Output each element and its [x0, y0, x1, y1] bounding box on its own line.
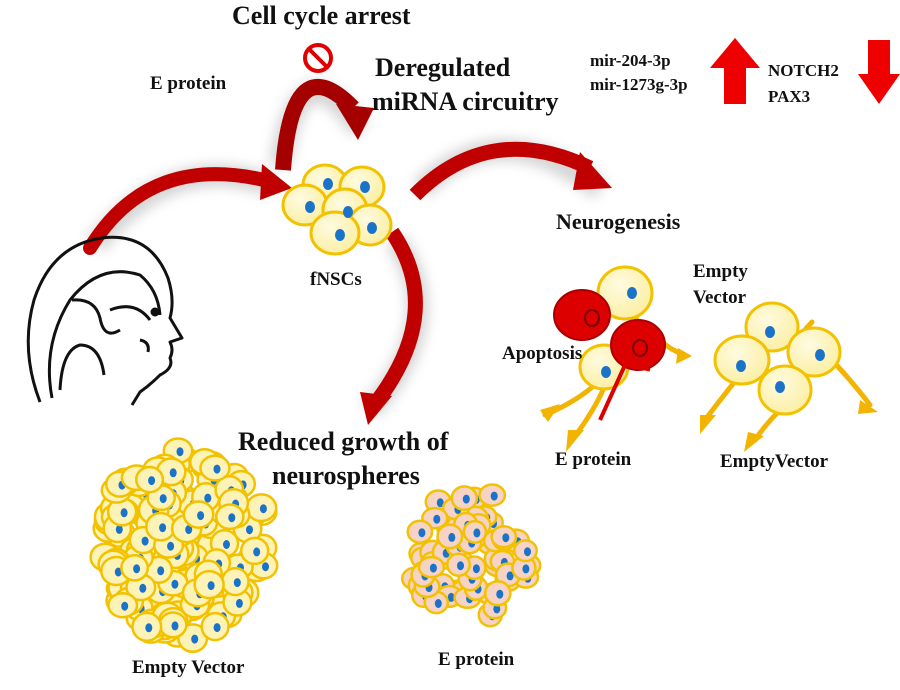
down-arrow-icon [858, 40, 900, 104]
cell-nucleus [141, 536, 149, 546]
label-mir-1273g-3p: mir-1273g-3p [590, 75, 688, 94]
cell-nucleus [472, 564, 480, 574]
apoptotic-cell [610, 319, 666, 371]
cell-nucleus [169, 468, 177, 478]
cell-nucleus [262, 562, 269, 572]
neurosphere-empty-vector [89, 437, 279, 654]
cell-nucleus [502, 533, 510, 543]
cell-nucleus [436, 498, 444, 508]
cell-nucleus [418, 528, 426, 538]
cell-nucleus [462, 494, 470, 504]
label-e-protein-top: E protein [150, 73, 227, 94]
label-neurospheres: neurospheres [272, 461, 420, 490]
label-fnscs: fNSCs [310, 269, 362, 290]
arrow-loop-deregulated [275, 78, 374, 171]
neurons-e-protein [540, 265, 692, 452]
cell-nucleus [213, 464, 221, 474]
cell-nucleus [148, 476, 156, 486]
cell-nucleus [522, 564, 530, 574]
cell-nucleus [434, 599, 442, 608]
cell-nucleus [223, 540, 230, 549]
cell-nucleus [120, 508, 128, 518]
label-e-protein-sphere: E protein [438, 649, 515, 670]
cell-nucleus [171, 621, 179, 631]
fetal-head-icon [26, 235, 184, 406]
fnscs-cluster [281, 163, 393, 256]
cell-nucleus [191, 634, 199, 644]
cell-nucleus [447, 592, 455, 602]
label-e-protein-neurons: E protein [555, 449, 632, 470]
cell-nucleus [253, 547, 261, 557]
label-empty: Empty [693, 261, 748, 282]
apoptotic-cell [553, 289, 611, 341]
cell-nucleus [157, 566, 165, 576]
prohibition-icon [303, 43, 333, 73]
label-mirna-circuitry: miRNA circuitry [372, 87, 559, 116]
up-arrow-icon [710, 38, 760, 104]
label-mir-204-3p: mir-204-3p [590, 51, 671, 70]
cell-nucleus [246, 525, 253, 535]
neurosphere-e-protein [400, 483, 542, 628]
cell-nucleus [121, 601, 129, 611]
cell-nucleus [167, 541, 175, 551]
label-cell-cycle-arrest: Cell cycle arrest [232, 1, 411, 30]
cell-nucleus [496, 589, 504, 599]
label-empty-vector-sphere: Empty Vector [132, 657, 245, 678]
cell-nucleus [493, 604, 501, 614]
cell-nucleus [233, 578, 241, 588]
cell-nucleus [228, 513, 236, 523]
cell-nucleus [213, 623, 221, 633]
cell-nucleus [524, 547, 531, 557]
cell-nucleus [457, 561, 464, 571]
cell-nucleus [115, 524, 123, 534]
cell-nucleus [506, 571, 514, 581]
cell-nucleus [259, 504, 267, 514]
cell-nucleus [235, 598, 243, 608]
label-reduced-growth: Reduced growth of [238, 427, 449, 456]
arrow-to-reduced-growth [360, 227, 423, 425]
cell-nucleus [159, 523, 167, 533]
cell-nucleus [197, 511, 205, 521]
cell-nucleus [473, 528, 481, 538]
cell-nucleus [429, 563, 437, 573]
cell-nucleus [171, 579, 179, 589]
cell-nucleus [133, 564, 141, 574]
cell-nucleus [139, 583, 147, 593]
label-pax3: PAX3 [768, 87, 811, 106]
cell-nucleus [159, 494, 167, 504]
label-neurogenesis: Neurogenesis [556, 209, 681, 234]
label-vector: Vector [693, 287, 747, 308]
cell-nucleus [207, 581, 215, 591]
label-apoptosis: Apoptosis [502, 343, 583, 364]
cell-nucleus [145, 623, 153, 633]
cell-nucleus [185, 525, 193, 535]
arrow-to-neurogenesis [409, 141, 612, 201]
label-emptyvector-neurons: EmptyVector [720, 451, 828, 472]
cell-nucleus [448, 532, 456, 542]
cell-nucleus [433, 514, 441, 524]
label-deregulated: Deregulated [375, 53, 511, 82]
cell-nucleus [176, 447, 184, 457]
label-notch2: NOTCH2 [768, 61, 839, 80]
arrow-to-fnscs [83, 164, 292, 255]
cell-nucleus [204, 493, 212, 503]
cell-nucleus [114, 567, 122, 577]
neurons-empty-vector [700, 301, 878, 452]
cell-nucleus [490, 491, 498, 501]
